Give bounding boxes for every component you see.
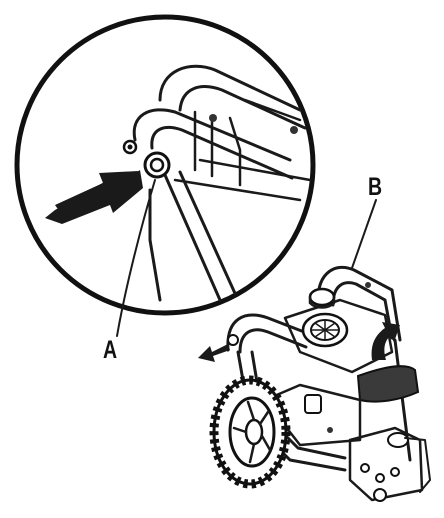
muffler: [356, 365, 420, 403]
rotate-arrow: [371, 322, 400, 360]
wheel: [209, 375, 291, 489]
generator-illustration: [198, 199, 431, 502]
magnified-handle-detail: [45, 64, 312, 302]
callout-label-a: A: [103, 336, 118, 364]
leader-line-b: [351, 199, 377, 269]
detail-magnifier: [14, 14, 316, 316]
leader-line-a: [116, 179, 156, 337]
remove-arrow-small: [198, 344, 230, 362]
callout-label-b: B: [368, 173, 383, 201]
